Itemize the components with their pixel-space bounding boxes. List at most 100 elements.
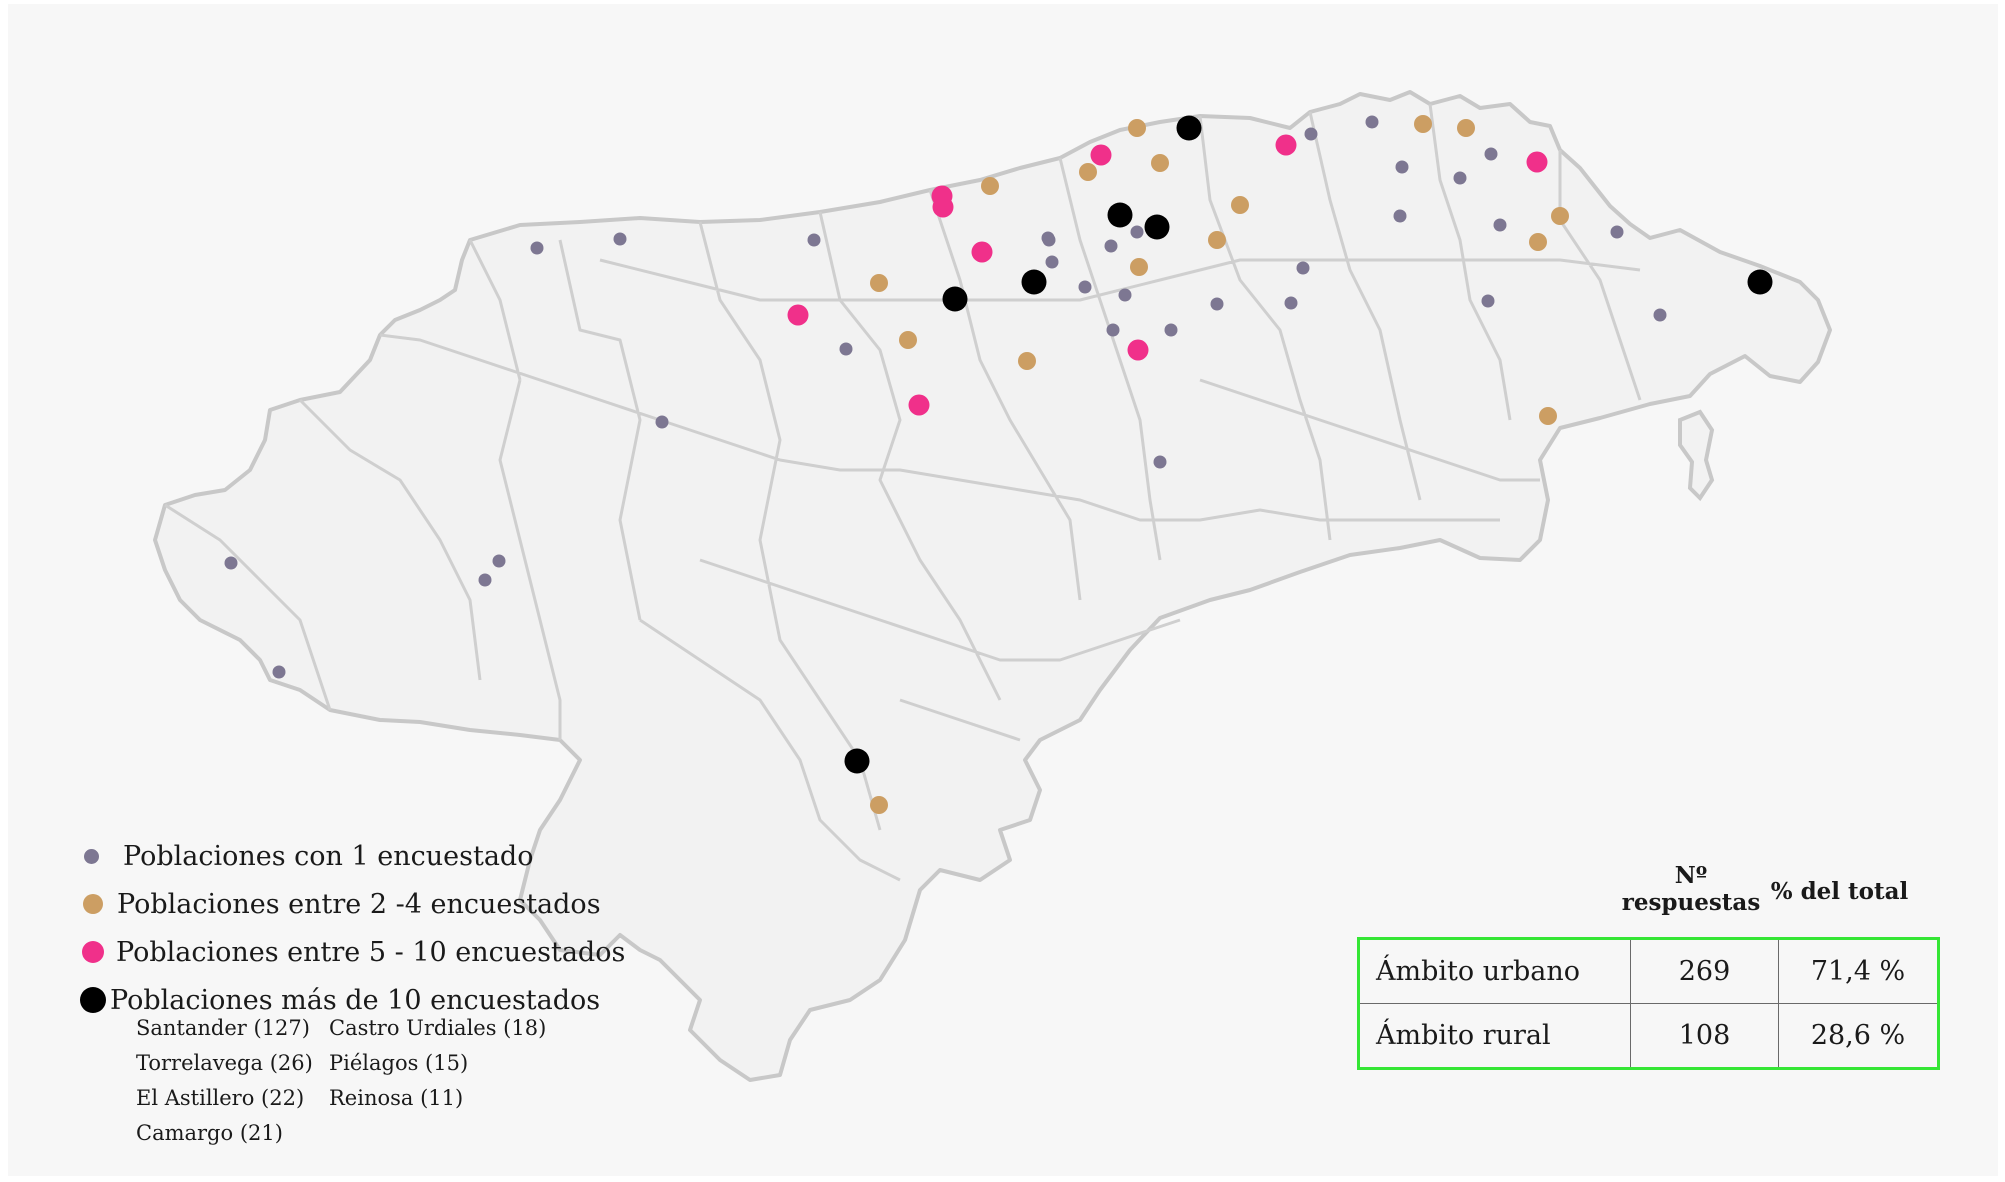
survey-point	[1208, 231, 1226, 249]
table-row: Ámbito urbano 269 71,4 %	[1358, 938, 1939, 1004]
city-item: El Astillero (22)	[136, 1086, 305, 1110]
survey-point	[1078, 280, 1092, 294]
survey-point	[1284, 296, 1298, 310]
survey-point	[1493, 218, 1507, 232]
survey-point	[1210, 297, 1224, 311]
survey-point	[1104, 239, 1118, 253]
header-responses: Nº respuestas	[1621, 862, 1761, 916]
survey-point	[908, 394, 930, 416]
survey-point	[1304, 127, 1318, 141]
survey-point	[1018, 352, 1036, 370]
survey-point	[530, 241, 544, 255]
survey-point	[1130, 258, 1148, 276]
survey-point	[1539, 407, 1557, 425]
survey-point	[942, 286, 968, 312]
survey-point	[1151, 154, 1169, 172]
survey-point	[1275, 134, 1297, 156]
row-label: Ámbito rural	[1358, 1003, 1631, 1069]
medium-dot-icon	[83, 894, 103, 914]
legend: Poblaciones con 1 encuestado Poblaciones…	[80, 832, 625, 1024]
largest-dot-icon	[80, 987, 106, 1013]
survey-point	[1414, 115, 1432, 133]
survey-point	[1164, 323, 1178, 337]
survey-point	[899, 331, 917, 349]
table-row: Ámbito rural 108 28,6 %	[1358, 1003, 1939, 1069]
survey-point	[492, 554, 506, 568]
survey-point	[1457, 119, 1475, 137]
survey-points	[224, 115, 1773, 814]
city-item: Piélagos (15)	[329, 1051, 469, 1075]
survey-point	[1551, 207, 1569, 225]
survey-point	[1106, 323, 1120, 337]
major-cities-list: Santander (127) Castro Urdiales (18) Tor…	[136, 1014, 549, 1148]
survey-point	[1395, 160, 1409, 174]
survey-point	[971, 241, 993, 263]
survey-point	[224, 556, 238, 570]
survey-point	[1484, 147, 1498, 161]
survey-point	[807, 233, 821, 247]
survey-point	[272, 665, 286, 679]
island-outline	[1678, 409, 1715, 502]
survey-point	[1107, 202, 1133, 228]
survey-point	[839, 342, 853, 356]
legend-item-one: Poblaciones con 1 encuestado	[80, 832, 625, 880]
survey-point	[1481, 294, 1495, 308]
small-dot-icon	[84, 848, 99, 864]
survey-point	[1610, 225, 1624, 239]
survey-point	[1526, 151, 1548, 173]
survey-point	[1747, 269, 1773, 295]
survey-point	[1529, 233, 1547, 251]
legend-label: Poblaciones entre 2 -4 encuestados	[117, 888, 601, 920]
large-dot-icon	[82, 941, 104, 963]
survey-point	[1393, 209, 1407, 223]
survey-point	[1118, 288, 1132, 302]
survey-point	[613, 232, 627, 246]
legend-label: Poblaciones más de 10 encuestados	[110, 984, 601, 1016]
survey-point	[1128, 119, 1146, 137]
survey-point	[655, 415, 669, 429]
row-percent: 28,6 %	[1778, 1003, 1939, 1069]
row-label: Ámbito urbano	[1358, 938, 1631, 1004]
row-percent: 71,4 %	[1778, 938, 1939, 1004]
city-item: Castro Urdiales (18)	[329, 1016, 547, 1040]
survey-point	[1453, 171, 1467, 185]
survey-point	[1090, 144, 1112, 166]
municipality-borders	[164, 103, 1642, 882]
city-item: Reinosa (11)	[329, 1086, 464, 1110]
stats-table: Ámbito urbano 269 71,4 % Ámbito rural 10…	[1357, 937, 1940, 1070]
legend-label: Poblaciones con 1 encuestado	[123, 840, 534, 872]
survey-point	[1127, 339, 1149, 361]
header-percent: % del total	[1770, 878, 1909, 905]
survey-point	[1153, 455, 1167, 469]
survey-point	[1144, 214, 1170, 240]
legend-item-five-ten: Poblaciones entre 5 - 10 encuestados	[80, 928, 625, 976]
city-item: Santander (127)	[136, 1016, 310, 1040]
row-count: 108	[1630, 1003, 1779, 1069]
city-item: Camargo (21)	[136, 1121, 283, 1145]
survey-point	[1045, 255, 1059, 269]
survey-point	[1130, 225, 1144, 239]
legend-item-more-ten: Poblaciones más de 10 encuestados	[80, 976, 625, 1024]
legend-item-two-four: Poblaciones entre 2 -4 encuestados	[80, 880, 625, 928]
survey-point	[478, 573, 492, 587]
city-item: Torrelavega (26)	[136, 1051, 313, 1075]
survey-point	[1296, 261, 1310, 275]
survey-point	[870, 274, 888, 292]
survey-point	[1079, 163, 1097, 181]
row-count: 269	[1630, 938, 1779, 1004]
survey-point	[1041, 231, 1055, 245]
survey-point	[1021, 269, 1047, 295]
survey-point	[932, 196, 954, 218]
survey-point	[1365, 115, 1379, 129]
survey-point	[844, 748, 870, 774]
region-outline	[153, 90, 1832, 1082]
survey-point	[1176, 115, 1202, 141]
survey-point	[787, 304, 809, 326]
survey-point	[1231, 196, 1249, 214]
legend-label: Poblaciones entre 5 - 10 encuestados	[116, 936, 626, 968]
survey-point	[981, 177, 999, 195]
survey-point	[1653, 308, 1667, 322]
survey-point	[870, 796, 888, 814]
